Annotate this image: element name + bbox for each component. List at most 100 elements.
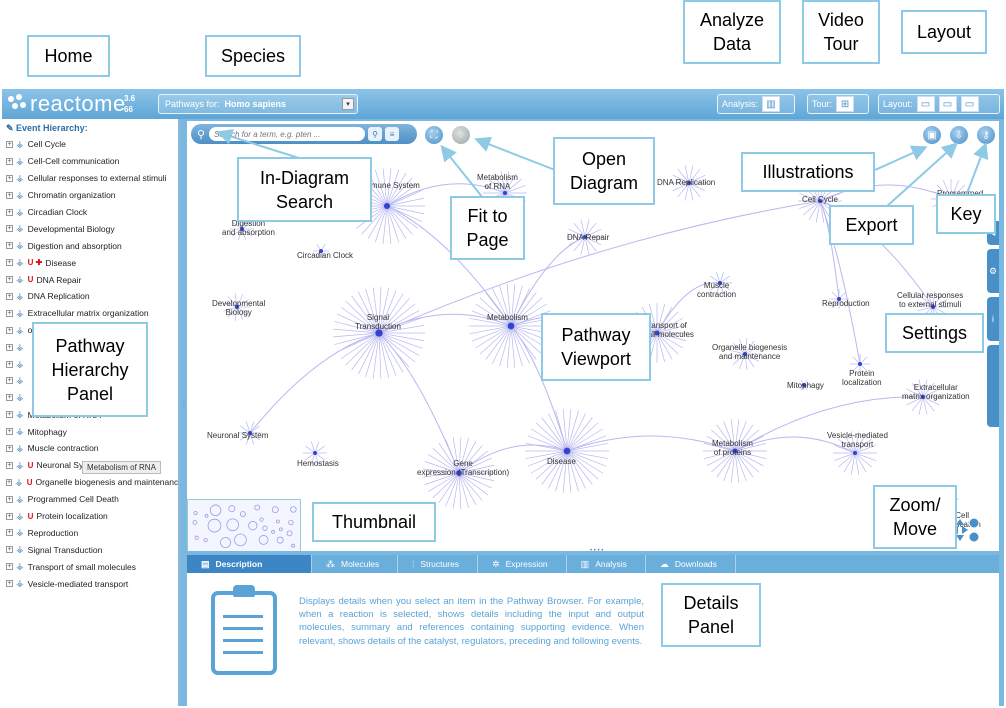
tab-expression[interactable]: ✲Expression <box>478 555 567 573</box>
pathway-node-label[interactable]: Immune System <box>362 181 420 190</box>
pathway-node-label[interactable]: Developmental Biology <box>212 299 266 317</box>
pathway-node-label[interactable]: Reproduction <box>822 299 870 308</box>
tour-button[interactable]: ⊞ <box>836 96 855 112</box>
pathway-node-label[interactable]: Hemostasis <box>297 459 339 468</box>
open-diagram-button[interactable]: ⁘ <box>451 125 471 145</box>
expand-icon[interactable]: + <box>6 512 13 520</box>
hierarchy-item[interactable]: +⚶Signal Transduction <box>2 541 178 558</box>
pathway-node-label[interactable]: Vesicle-mediated transport <box>827 431 888 449</box>
expand-icon[interactable]: + <box>6 394 13 402</box>
chevron-down-icon[interactable]: ▾ <box>342 98 354 110</box>
tab-molecules[interactable]: ⁂Molecules <box>312 555 399 573</box>
pathway-node-label[interactable]: Neuronal System <box>207 431 269 440</box>
hierarchy-item[interactable]: +⚶Chromatin organization <box>2 187 178 204</box>
expand-icon[interactable]: + <box>6 225 13 233</box>
expand-icon[interactable]: + <box>6 259 13 267</box>
expand-icon[interactable]: + <box>6 191 13 199</box>
hierarchy-item[interactable]: +⚶DNA Replication <box>2 288 178 305</box>
layout-button-3[interactable]: ▭ <box>960 96 979 112</box>
pathway-node-label[interactable]: Metabolism <box>487 313 528 322</box>
analysis-button[interactable]: ▥ <box>762 96 781 112</box>
expand-icon[interactable]: + <box>6 242 13 250</box>
expand-icon[interactable]: + <box>6 157 13 165</box>
hierarchy-item[interactable]: +⚶Cellular responses to external stimuli <box>2 170 178 187</box>
hierarchy-item[interactable]: +⚶ <box>2 372 178 389</box>
tab-description[interactable]: ▤Description <box>187 555 312 573</box>
diagram-search-input[interactable] <box>209 127 366 141</box>
pathway-node-label[interactable]: Mitophagy <box>787 381 824 390</box>
vertical-splitter-handle[interactable]: ⋮ <box>181 400 187 406</box>
hierarchy-item[interactable]: +⚶Developmental Biology <box>2 220 178 237</box>
search-options-button[interactable]: ≡ <box>385 127 400 141</box>
expand-icon[interactable]: + <box>6 444 13 452</box>
pathway-node-label[interactable]: Cell Cycle <box>802 195 839 204</box>
expand-icon[interactable]: + <box>6 292 13 300</box>
pathway-node-label[interactable]: Metabolism of proteins <box>712 439 753 457</box>
pathway-node-label[interactable]: DNA Replication <box>657 178 716 187</box>
layout-button-2[interactable]: ▭ <box>938 96 957 112</box>
reactome-logo[interactable]: reactome <box>8 91 126 116</box>
pathway-node-label[interactable]: Circadian Clock <box>297 251 354 260</box>
expand-icon[interactable]: + <box>6 428 13 436</box>
diagram-thumbnail[interactable] <box>187 499 301 551</box>
expand-icon[interactable]: + <box>6 546 13 554</box>
key-button[interactable]: ⚷ <box>976 125 996 145</box>
info-button[interactable]: i <box>987 297 999 341</box>
tab-structures[interactable]: ⦙Structures <box>398 555 479 573</box>
pathway-node-label[interactable]: Disease <box>547 457 576 466</box>
hierarchy-item[interactable]: +⚶Extracellular matrix organization <box>2 305 178 322</box>
species-selector[interactable]: Pathways for: Homo sapiens ▾ <box>158 94 358 114</box>
expand-icon[interactable]: + <box>6 326 13 334</box>
pathway-node-label[interactable]: Muscle contraction <box>697 281 737 299</box>
export-button[interactable]: ⇩ <box>949 125 969 145</box>
expand-icon[interactable]: + <box>6 495 13 503</box>
expand-icon[interactable]: + <box>6 140 13 148</box>
pathway-node-label[interactable]: Protein localization <box>842 369 882 387</box>
fit-to-page-button[interactable]: ⛶ <box>424 125 444 145</box>
pathway-node-label[interactable]: DNA Repair <box>567 233 610 242</box>
hierarchy-item[interactable]: +⚶ <box>2 339 178 356</box>
hierarchy-item[interactable]: +⚶Cell Cycle <box>2 136 178 153</box>
hierarchy-item[interactable]: +⚶Transport of small molecules <box>2 558 178 575</box>
hierarchy-item[interactable]: +⚶ <box>2 389 178 406</box>
hierarchy-item[interactable]: +⚶Digestion and absorption <box>2 237 178 254</box>
hierarchy-item[interactable]: +⚶Cell-Cell communication <box>2 153 178 170</box>
pathway-node-label[interactable]: Metabolism of RNA <box>477 173 518 191</box>
hierarchy-item[interactable]: +⚶U ✚Disease <box>2 254 178 271</box>
expand-icon[interactable]: + <box>6 478 13 486</box>
hierarchy-item[interactable]: +⚶Circadian Clock <box>2 204 178 221</box>
expand-icon[interactable]: + <box>6 174 13 182</box>
pathway-node-label[interactable]: Gene expression (Transcription) <box>417 459 510 477</box>
hierarchy-item[interactable]: +⚶Muscle contraction <box>2 440 178 457</box>
horizontal-splitter-handle[interactable]: • • • • <box>590 548 604 554</box>
pathway-node-label[interactable]: Digestion and absorption <box>222 219 275 237</box>
expand-icon[interactable]: + <box>6 309 13 317</box>
expand-icon[interactable]: + <box>6 377 13 385</box>
expand-icon[interactable]: + <box>6 411 13 419</box>
search-button[interactable]: ⚲ <box>368 127 383 141</box>
settings-button[interactable]: ⚙ <box>987 249 999 293</box>
tab-downloads[interactable]: ☁Downloads <box>646 555 736 573</box>
expand-icon[interactable]: + <box>6 276 13 284</box>
expand-icon[interactable]: + <box>6 360 13 368</box>
pathway-node-label[interactable]: Extracellular matrix organization <box>902 383 970 401</box>
hierarchy-item[interactable]: +⚶Vesicle-mediated transport <box>2 575 178 592</box>
expand-icon[interactable]: + <box>6 529 13 537</box>
expand-icon[interactable]: + <box>6 580 13 588</box>
expand-icon[interactable]: + <box>6 461 13 469</box>
layout-button-1[interactable]: ▭ <box>916 96 935 112</box>
expand-icon[interactable]: + <box>6 343 13 351</box>
hierarchy-item[interactable]: +⚶Mitophagy <box>2 423 178 440</box>
hierarchy-item[interactable]: +⚶Reproduction <box>2 524 178 541</box>
expand-icon[interactable]: + <box>6 563 13 571</box>
pathway-node-label[interactable]: Organelle biogenesis and maintenance <box>712 343 788 361</box>
hierarchy-item[interactable]: +⚶Programmed Cell Death <box>2 491 178 508</box>
pathway-node-label[interactable]: Signal Transduction <box>355 313 401 331</box>
tab-analysis[interactable]: ▥Analysis <box>567 555 646 573</box>
illustrations-button[interactable]: ▣ <box>922 125 942 145</box>
expand-icon[interactable]: + <box>6 208 13 216</box>
